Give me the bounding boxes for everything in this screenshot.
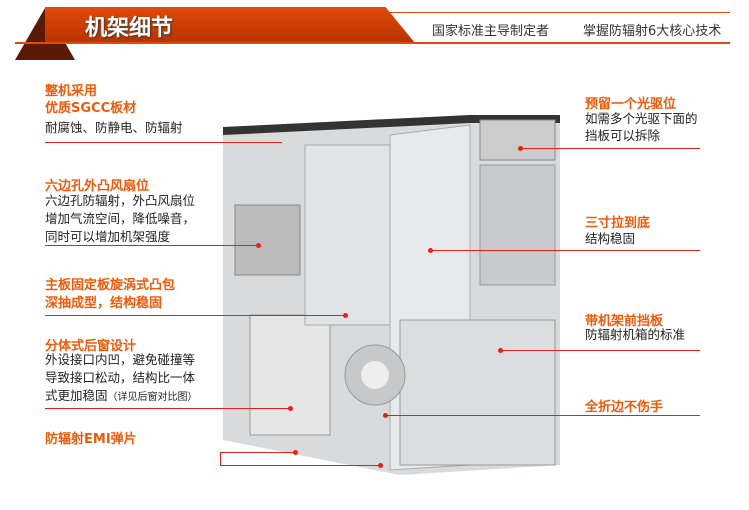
callout-dot [428,248,433,253]
feature-desc: 同时可以增加机架强度 [45,229,171,244]
feature-desc: 导致接口松动，结构比一体 [45,370,196,385]
header-banner: 机架细节 国家标准主导制定者 掌握防辐射6大核心技术 [0,0,749,60]
feature-title: 主板固定板旋涡式凸包 [45,278,176,293]
feature-desc: 挡板可以拆除 [585,128,661,143]
callout-dot [378,463,383,468]
callout-line [500,350,700,351]
feature-desc: 防辐射机箱的标准 [585,327,686,342]
feature-desc: 六边孔防辐射，外凸风扇位 [45,193,196,208]
subtitle: 掌握防辐射6大核心技术 [583,24,722,39]
subtitle: 国家标准主导制定者 [432,24,550,39]
feature-note: （详见后窗对比图） [107,392,198,403]
callout-line [220,452,295,453]
callout-dot [383,413,388,418]
callout-line [430,250,700,251]
divider [15,42,730,44]
callout-dot [343,313,348,318]
callout-line [385,415,700,416]
feature-title: 防辐射EMI弹片 [45,432,137,447]
callout-line [520,148,700,149]
feature-title: 带机架前挡板 [585,314,664,329]
feature-desc: 式更加稳固（详见后窗对比图） [45,387,198,407]
callout-dot [288,406,293,411]
feature-desc: 结构稳固 [585,231,636,246]
chassis-image [223,115,560,475]
feature-title: 全折边不伤手 [585,400,664,415]
callout-line [45,408,290,409]
feature-title: 优质SGCC板材 [45,101,137,116]
feature-desc-text: 式更加稳固 [45,388,108,403]
divider [385,12,730,13]
callout-dot [498,348,503,353]
callout-line [220,465,380,466]
page-title: 机架细节 [85,16,174,41]
callout-line [45,245,258,246]
callout-line [45,315,345,316]
feature-title: 整机采用 [45,84,98,99]
callout-line [220,452,221,465]
callout-dot [293,450,298,455]
banner-band [45,7,415,43]
callout-line [45,142,282,143]
feature-title: 深抽成型，结构稳固 [45,296,163,311]
feature-desc: 耐腐蚀、防静电、防辐射 [45,120,183,135]
feature-title: 六边孔外凸风扇位 [45,179,150,194]
feature-title: 分体式后窗设计 [45,339,137,354]
callout-dot [256,243,261,248]
feature-title: 预留一个光驱位 [585,97,677,112]
callout-dot [518,146,523,151]
feature-desc: 外设接口内凹，避免碰撞等 [45,352,196,367]
feature-desc: 增加气流空间，降低噪音， [45,211,196,226]
feature-desc: 如需多个光驱下面的 [585,111,698,126]
feature-title: 三寸拉到底 [585,216,651,231]
